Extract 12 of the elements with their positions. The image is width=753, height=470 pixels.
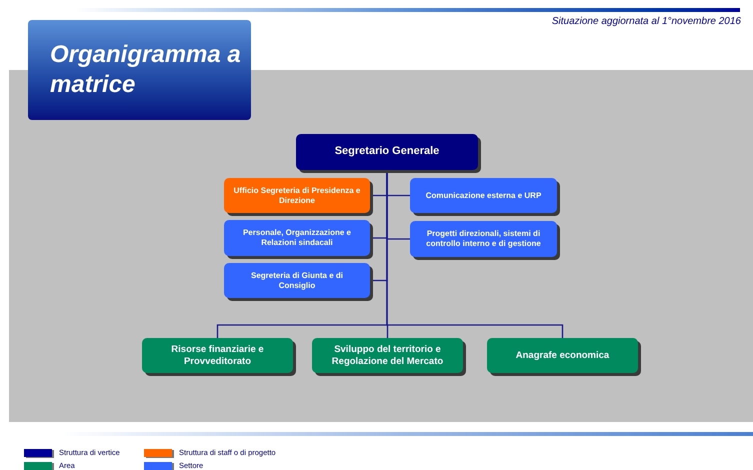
update-note: Situazione aggiornata al 1°novembre 2016 <box>552 15 741 29</box>
unit-box: Comunicazione esterna e URP <box>410 178 557 213</box>
unit-box: Personale, Organizzazione e Relazioni sindacali <box>224 220 370 256</box>
unit-box: Sviluppo del territorio e Regolazione del Mercato <box>312 338 463 373</box>
unit-box: Anagrafe economica <box>487 338 638 373</box>
unit-box: Segreteria di Giunta e di Consiglio <box>224 263 370 298</box>
connector-line <box>386 170 564 338</box>
unit-box: Segretario Generale <box>296 134 478 170</box>
title-banner: Organigramma a matrice <box>28 20 251 120</box>
unit-box: Risorse finanziarie e Provveditorato <box>142 338 293 373</box>
unit-box: Ufficio Segreteria di Presidenza e Direzione <box>224 178 370 213</box>
unit-box: Progetti direzionali, sistemi di controllo interno e di gestione <box>410 221 557 257</box>
